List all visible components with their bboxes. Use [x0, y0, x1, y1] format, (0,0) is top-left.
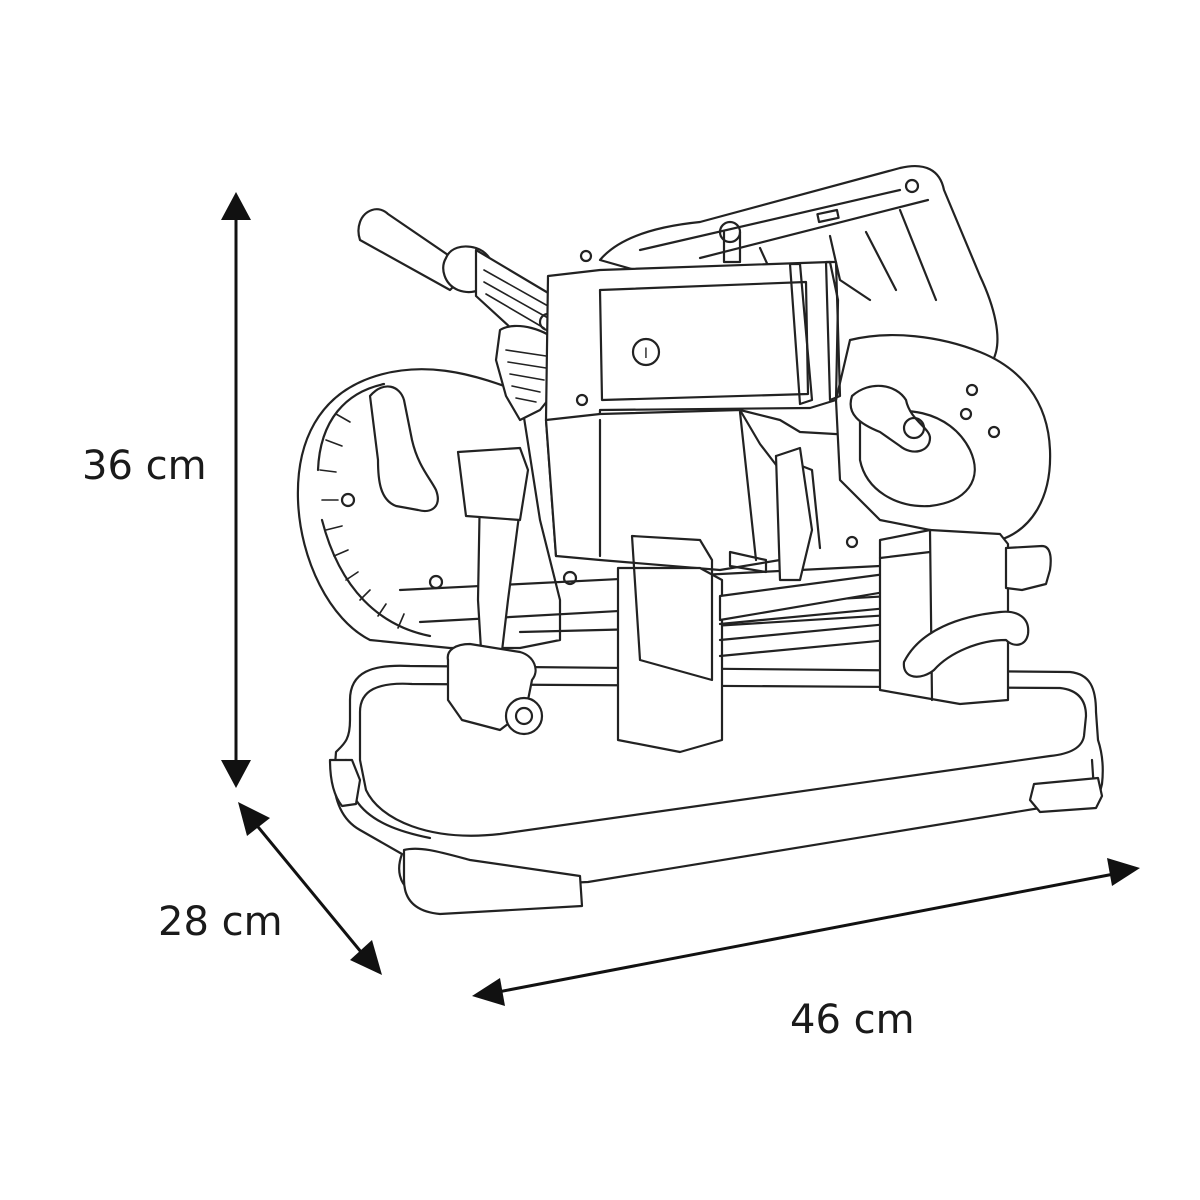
vise-end-cap [1004, 544, 1052, 592]
depth-arrowhead-top [238, 802, 270, 836]
handle-grip-lines [483, 269, 549, 329]
left-wheel-grip [368, 385, 439, 513]
vise-fixed-jaw-face [630, 534, 714, 682]
depth-dimension-arrow [238, 802, 382, 975]
depth-arrowhead-bottom [350, 940, 382, 975]
left-wheel-rim [316, 382, 432, 638]
left-wheel-bolt-3 [562, 570, 578, 586]
motor-housing-screw-1 [904, 178, 920, 194]
blade-guide-arm [774, 446, 814, 582]
vise-lock-pin [728, 550, 768, 574]
height-arrowhead-bottom [221, 760, 251, 788]
left-wheel-teeth [319, 413, 405, 629]
width-arrowhead-right [1107, 858, 1140, 886]
frame-screw-1 [575, 393, 589, 407]
motor-housing-detail [638, 188, 938, 302]
right-base-grip [902, 610, 1030, 678]
width-dimension-arrow [472, 858, 1140, 1006]
right-wheel-bolt-3 [965, 383, 979, 397]
height-dimension-arrow [221, 192, 251, 788]
right-wheel-arm [849, 384, 932, 453]
width-dimension-label: 46 cm [790, 997, 915, 1043]
base-foot-rear-left [328, 758, 362, 808]
right-wheel-inner [858, 409, 976, 508]
depth-arrow-line [252, 821, 368, 959]
depth-dimension-label: 28 cm [158, 899, 283, 945]
crank-knob-outer [504, 696, 544, 736]
right-wheel-hub [902, 416, 926, 440]
width-arrowhead-left [472, 978, 505, 1006]
motor-housing-stud [722, 230, 742, 264]
power-switch-symbol: I [644, 346, 648, 362]
motor-housing-vent [816, 208, 840, 224]
frame-screw-3 [845, 535, 859, 549]
right-wheel-bolt-1 [959, 407, 973, 421]
saw-frame-band [788, 260, 842, 406]
trigger-handle-vents [505, 349, 547, 403]
crank-mount [456, 446, 530, 522]
base-foot-right [1028, 776, 1104, 814]
vise-fixed-jaw [616, 566, 724, 754]
saw-lower-frame [544, 408, 782, 572]
right-wheel-bolt-2 [987, 425, 1001, 439]
base-plate-top [358, 682, 1088, 837]
height-dimension-label: 36 cm [82, 443, 207, 489]
left-wheel-bolt-1 [340, 492, 356, 508]
crank-knob-inner [514, 706, 534, 726]
height-arrowhead-top [221, 192, 251, 220]
power-switch [631, 337, 661, 367]
right-wheel-cover [834, 334, 1052, 542]
width-arrow-line [497, 872, 1115, 994]
base-foot-front-left [402, 847, 584, 916]
frame-screw-2 [579, 249, 593, 263]
band-saw-illustration: I [296, 164, 1104, 916]
saw-frame-front-face [598, 280, 810, 402]
